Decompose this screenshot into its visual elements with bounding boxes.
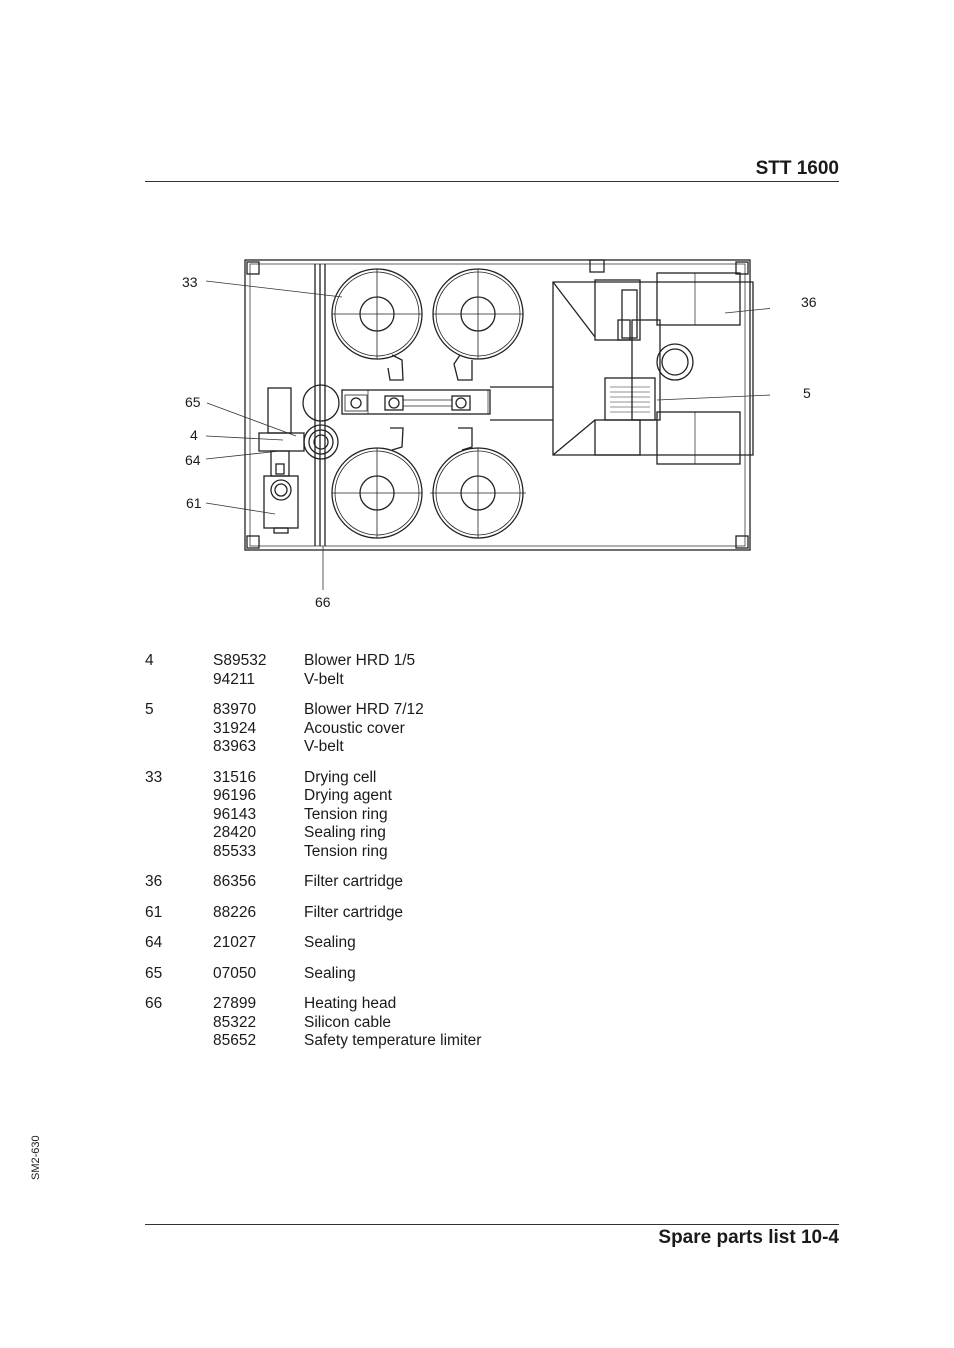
part-number: 85652 — [213, 1032, 257, 1049]
part-position: 64 — [145, 934, 163, 951]
part-number: 85533 — [213, 842, 257, 860]
callout-64: 64 — [185, 452, 201, 468]
callout-33: 33 — [182, 274, 198, 290]
part-description: Blower HRD 7/12 — [304, 701, 424, 718]
part-position: 36 — [145, 873, 163, 890]
part-description: Blower HRD 1/5 — [304, 652, 416, 669]
callout-66: 66 — [315, 594, 331, 610]
part-number: 96143 — [213, 805, 257, 823]
part-position: 5 — [145, 701, 154, 718]
part-description: V-belt — [304, 738, 344, 755]
part-number: 31924 — [213, 719, 257, 737]
technical-drawing — [205, 259, 770, 590]
part-number: 94211 — [213, 670, 255, 688]
callout-5: 5 — [803, 385, 811, 401]
part-description: Heating head — [304, 995, 397, 1012]
page-title: STT 1600 — [755, 158, 839, 179]
part-position: 33 — [145, 768, 163, 786]
callout-65: 65 — [185, 394, 201, 410]
document-code-text: SM2-630 — [30, 1135, 42, 1180]
part-number: 31516 — [213, 768, 257, 786]
part-position: 66 — [145, 995, 163, 1012]
part-number: 96196 — [213, 787, 257, 804]
part-position: 4 — [145, 652, 154, 669]
callout-4: 4 — [190, 427, 198, 443]
part-description: Sealing — [304, 964, 356, 982]
footer-title: Spare parts list 10-4 — [658, 1227, 839, 1248]
header-divider — [145, 181, 839, 182]
callout-36: 36 — [801, 294, 817, 310]
document-code: SM2-630 — [30, 1120, 48, 1180]
part-position: 61 — [145, 903, 163, 921]
part-number: S89532 — [213, 652, 267, 669]
part-number: 28420 — [213, 824, 257, 841]
part-number: 21027 — [213, 934, 257, 951]
part-description: Filter cartridge — [304, 873, 404, 890]
part-description: Sealing ring — [304, 824, 386, 841]
part-description: Safety temperature limiter — [304, 1032, 482, 1049]
part-description: Silicon cable — [304, 1013, 392, 1031]
part-position: 65 — [145, 964, 163, 982]
part-number: 83970 — [213, 701, 257, 718]
part-description: Acoustic cover — [304, 719, 405, 737]
part-description: Sealing — [304, 934, 356, 951]
part-description: V-belt — [304, 670, 344, 688]
part-number: 83963 — [213, 738, 257, 755]
part-number: 86356 — [213, 873, 257, 890]
callout-61: 61 — [186, 495, 202, 511]
part-description: Tension ring — [304, 842, 388, 860]
part-number: 27899 — [213, 995, 257, 1012]
part-description: Drying cell — [304, 768, 377, 786]
part-number: 85322 — [213, 1013, 257, 1031]
part-description: Drying agent — [304, 787, 392, 804]
part-description: Tension ring — [304, 805, 388, 823]
footer-divider — [145, 1224, 839, 1225]
part-number: 88226 — [213, 903, 257, 921]
part-number: 07050 — [213, 964, 257, 982]
part-description: Filter cartridge — [304, 903, 404, 921]
